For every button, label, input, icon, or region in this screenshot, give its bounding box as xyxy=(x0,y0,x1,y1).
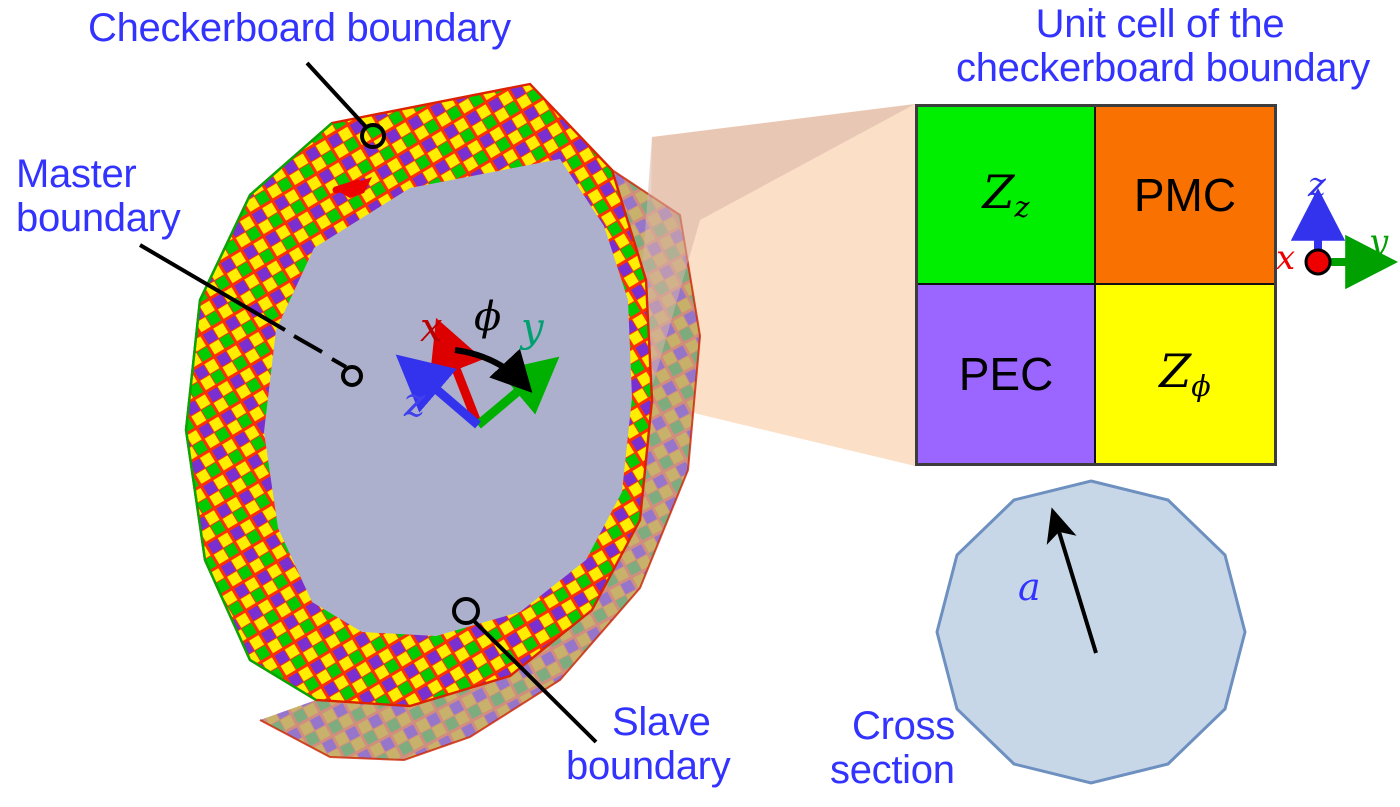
unit-cell-label-pec: PEC xyxy=(958,348,1054,400)
unit-cell-title-line1: Unit cell of the xyxy=(1035,2,1285,46)
inset-x-axis-label: x xyxy=(1276,238,1296,278)
leader-checkerboard xyxy=(305,61,386,149)
main-axes-triad xyxy=(395,317,560,429)
unit-cell-label-zz: Zz xyxy=(982,165,1030,225)
master-boundary-wall xyxy=(186,84,652,706)
slave-boundary-label-line2: boundary xyxy=(566,744,731,788)
cross-section-radius-label: a xyxy=(1018,565,1041,609)
main-y-axis-label: y xyxy=(521,305,544,351)
unit-cell-quadrant-bottom-right: Zϕ xyxy=(1096,285,1274,463)
unit-cell-title-line2: checkerboard boundary xyxy=(956,46,1370,90)
unit-cell-quadrant-bottom-left: PEC xyxy=(918,285,1096,463)
z-axis-arrow xyxy=(395,354,481,429)
radius-arrow xyxy=(1046,507,1098,654)
unit-cell-label-pmc: PMC xyxy=(1133,169,1237,221)
leader-master xyxy=(138,243,363,387)
checkerboard-boundary-label: Checkerboard boundary xyxy=(88,6,511,50)
inset-z-axis-label: z xyxy=(1308,165,1326,205)
cross-section-decagon xyxy=(935,479,1247,785)
prism-outline xyxy=(184,82,654,708)
cross-section-label-line2: section xyxy=(830,748,955,792)
unit-cell-grid: Zz PMC PEC Zϕ xyxy=(915,104,1277,466)
x-axis-arrow xyxy=(429,317,484,427)
slave-boundary-label-line1: Slave xyxy=(612,700,711,744)
inset-x-out-of-page-dot xyxy=(1304,248,1332,276)
inset-axes-triad xyxy=(1290,187,1399,290)
leader-slave xyxy=(452,597,598,744)
cone-through-body xyxy=(640,104,915,402)
phi-angle-label: ϕ xyxy=(474,294,502,340)
unit-cell-quadrant-top-left: Zz xyxy=(918,107,1096,285)
cross-section-label-line1: Cross xyxy=(852,704,955,748)
inset-y-axis-label: y xyxy=(1369,222,1389,262)
main-z-axis-label: z xyxy=(404,380,426,426)
master-boundary-label-line1: Master xyxy=(16,152,137,196)
main-x-axis-label: x xyxy=(420,305,443,351)
phi-arc xyxy=(454,347,533,393)
master-marker-arrow xyxy=(332,177,372,198)
y-axis-arrow xyxy=(475,356,560,429)
unit-cell-quadrant-top-right: PMC xyxy=(1096,107,1274,285)
master-boundary-label-line2: boundary xyxy=(16,196,181,240)
unit-cell-label-zphi: Zϕ xyxy=(1159,344,1211,404)
